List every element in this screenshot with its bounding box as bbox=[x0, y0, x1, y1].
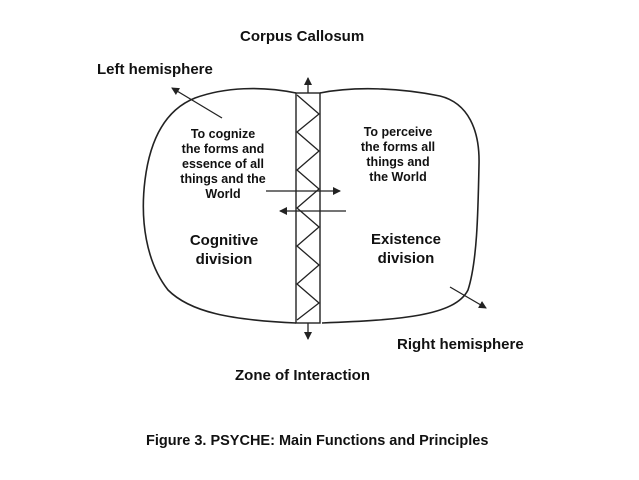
right-hemisphere-label: Right hemisphere bbox=[397, 336, 524, 353]
left-hemisphere-outline bbox=[142, 87, 297, 324]
existence-division-label: Existence division bbox=[370, 231, 442, 267]
cognitive-division-label: Cognitive division bbox=[189, 232, 259, 268]
corpus-callosum-band bbox=[295, 92, 321, 324]
left-hemisphere-arrow bbox=[171, 87, 223, 119]
left-hemisphere-label: Left hemisphere bbox=[97, 61, 213, 78]
zone-of-interaction-label: Zone of Interaction bbox=[235, 367, 370, 384]
left-function-text: To cognize the forms and essence of all … bbox=[180, 127, 266, 201]
right-function-text: To perceive the forms all things and the… bbox=[360, 125, 436, 184]
right-hemisphere-outline bbox=[319, 87, 480, 324]
right-hemisphere-arrow bbox=[449, 286, 487, 309]
corpus-callosum-label: Corpus Callosum bbox=[240, 28, 365, 45]
figure-caption: Figure 3. PSYCHE: Main Functions and Pri… bbox=[146, 433, 489, 449]
corpus-callosum-zigzag bbox=[295, 94, 321, 321]
